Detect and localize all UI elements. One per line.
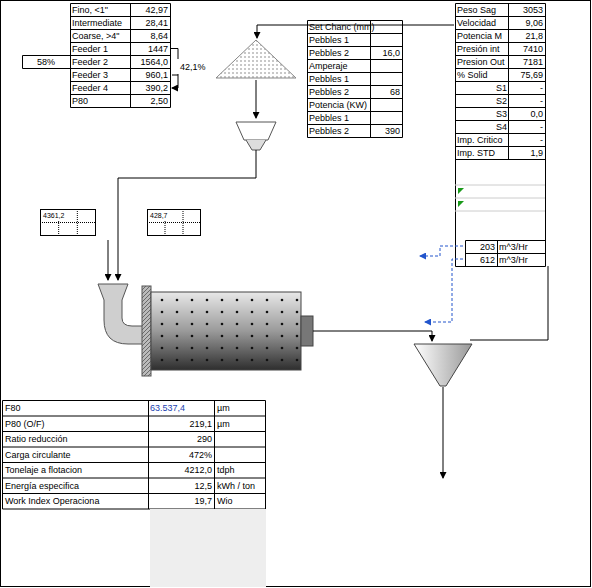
- table-cell: 612: [466, 254, 495, 266]
- table-cell: 2,50: [131, 95, 168, 107]
- table-cell: Feeder 4: [72, 82, 129, 94]
- table-cell: Imp. STD: [457, 147, 507, 159]
- table-cell: F80: [5, 402, 146, 414]
- value-box: 4361,2: [40, 209, 96, 236]
- table-cell: 1564,0: [131, 56, 168, 68]
- table-cell: P80: [72, 95, 129, 107]
- table-cell: Tonelaje a flotacion: [5, 464, 146, 476]
- table-cell: Peso Sag: [457, 4, 507, 16]
- table-cell: Pebbles 1: [309, 112, 401, 124]
- table-cell: µm: [217, 418, 264, 430]
- table-cell: Fino, <1": [72, 4, 129, 16]
- table-cell: 42,1%: [180, 61, 212, 73]
- table-cell: Imp. Critico: [457, 134, 507, 146]
- table-cell: Amperaje: [309, 60, 401, 72]
- table-cell: kWh / ton: [217, 480, 264, 492]
- table-cell: 4212,0: [150, 464, 212, 476]
- table-cell: Presion Out: [457, 56, 507, 68]
- table-cell: 63.537,4: [150, 402, 212, 414]
- table-cell: Work Index Operaciona: [5, 495, 146, 507]
- table-cell: 219,1: [150, 418, 212, 430]
- table-cell: 28,41: [131, 17, 168, 29]
- table-cell: 19,7: [150, 495, 212, 507]
- table-cell: 3053: [509, 4, 543, 16]
- table-cell: 203: [466, 241, 495, 253]
- value-box: 428,7: [147, 209, 201, 236]
- table-cell: Ratio reducción: [5, 433, 146, 445]
- table-cell: 12,5: [150, 480, 212, 492]
- table-cell: 290: [150, 433, 212, 445]
- table-cell: Energía especifica: [5, 480, 146, 492]
- table-cell: Presión int: [457, 43, 507, 55]
- table-cell: 390: [371, 125, 400, 137]
- table-cell: 75,69: [509, 69, 543, 81]
- table-cell: 472%: [150, 449, 212, 461]
- box-value: 428,7: [148, 211, 170, 221]
- table-cell: 390,2: [131, 82, 168, 94]
- table-cell: 7181: [509, 56, 543, 68]
- table-cell: 1447: [131, 43, 168, 55]
- table-cell: Wio: [217, 495, 264, 507]
- table-cell: 16,0: [371, 47, 400, 59]
- table-cell: 8,64: [131, 30, 168, 42]
- table-cell: S2: [457, 95, 507, 107]
- table-cell: -: [509, 121, 543, 133]
- table-cell: -: [509, 134, 543, 146]
- table-cell: Feeder 1: [72, 43, 129, 55]
- table-cell: Feeder 3: [72, 69, 129, 81]
- table-cell: -: [509, 95, 543, 107]
- table-cell: 42,97: [131, 4, 168, 16]
- table-cell: 0,0: [509, 108, 543, 120]
- table-cell: Pebbles 1: [309, 73, 401, 85]
- table-cell: 1,9: [509, 147, 543, 159]
- table-cell: m^3/Hr: [499, 254, 544, 266]
- table-cell: S1: [457, 82, 507, 94]
- table-cell: Potencia (KW): [309, 99, 401, 111]
- box-value: 4361,2: [41, 211, 66, 221]
- table-cell: tdph: [217, 464, 264, 476]
- table-cell: P80 (O/F): [5, 418, 146, 430]
- table-cell: Coarse, >4": [72, 30, 129, 42]
- table-cell: Velocidad: [457, 17, 507, 29]
- table-cell: Carga circulante: [5, 449, 146, 461]
- table-cell: Potencia M: [457, 30, 507, 42]
- table-cell: S4: [457, 121, 507, 133]
- table-cell: Pebbles 2: [309, 86, 369, 98]
- table-cell: Pebbles 1: [309, 34, 401, 46]
- table-cell: µm: [217, 402, 264, 414]
- table-cell: Set Chanc (mm): [309, 21, 401, 33]
- table-cell: Pebbles 2: [309, 125, 369, 137]
- table-cell: Intermediate: [72, 17, 129, 29]
- table-cell: 9,06: [509, 17, 543, 29]
- table-cell: S3: [457, 108, 507, 120]
- table-cell: % Solid: [457, 69, 507, 81]
- table-cell: m^3/Hr: [499, 241, 544, 253]
- table-cell: 960,1: [131, 69, 168, 81]
- table-cell: -: [509, 82, 543, 94]
- table-cell: 68: [371, 86, 400, 98]
- table-cell: Feeder 2: [72, 56, 129, 68]
- table-cell: 21,8: [509, 30, 543, 42]
- table-cell: Pebbles 2: [309, 47, 369, 59]
- table-cell: 58%: [24, 56, 68, 68]
- table-cell: 7410: [509, 43, 543, 55]
